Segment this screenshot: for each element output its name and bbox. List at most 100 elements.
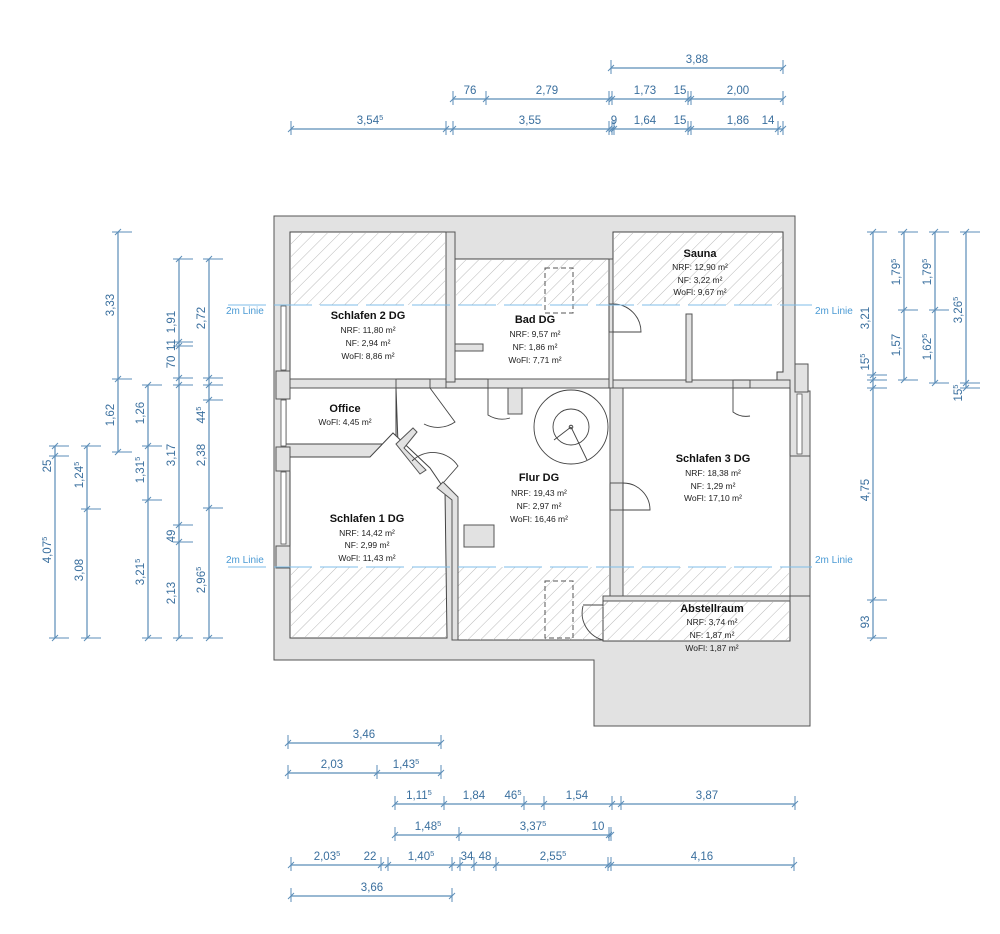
dimension-label: 1,54: [566, 790, 589, 802]
dimension-label: 10: [592, 821, 605, 833]
dimension-tick-mark: [448, 892, 456, 900]
dimension-tick-mark: [448, 861, 456, 869]
svg-text:NRF: 19,43 m²: NRF: 19,43 m²: [511, 488, 567, 498]
linie-label-left-top: 2m Linie: [226, 306, 264, 317]
dimension-tick-mark: [605, 95, 613, 103]
dimension-tick-mark: [449, 125, 457, 133]
dimension-tick-mark: [51, 452, 59, 460]
dimension-tick-mark: [284, 769, 292, 777]
svg-text:Schlafen 2 DG: Schlafen 2 DG: [331, 310, 406, 322]
dimension-label: 4,075: [40, 537, 54, 564]
svg-text:NF: 1,29 m²: NF: 1,29 m²: [691, 481, 736, 491]
dimension-tick-mark: [391, 800, 399, 808]
dimension-label: 1,91: [166, 311, 178, 333]
dimension-label: 9: [611, 115, 617, 127]
dimension-label: 2,035: [314, 849, 341, 863]
dimension-tick-mark: [774, 125, 782, 133]
dimension-label: 1,245: [72, 462, 86, 489]
dimension-label: 2,555: [540, 849, 567, 863]
dimension-label: 1,73: [634, 85, 656, 97]
dimension-label: 3,88: [686, 54, 708, 66]
dimension-tick-mark: [205, 634, 213, 642]
dimension-tick-mark: [287, 861, 295, 869]
dimension-label: 2,03: [321, 759, 343, 771]
dimension-label: 25: [42, 460, 54, 473]
dimension-tick-mark: [114, 228, 122, 236]
svg-text:WoFl: 4,45 m²: WoFl: 4,45 m²: [318, 417, 371, 427]
dimension-label: 22: [364, 851, 377, 863]
dimension-tick-mark: [287, 125, 295, 133]
dimension-label: 3,87: [696, 790, 718, 802]
dimension-tick-mark: [607, 64, 615, 72]
dimension-label: 2,965: [194, 567, 208, 594]
dimension-label: 155: [858, 354, 872, 371]
svg-text:Office: Office: [329, 403, 360, 415]
dim-left-col-0: 25 4,075: [40, 442, 69, 642]
room-label-bad: Bad DG NRF: 9,57 m² NF: 1,86 m² WoFl: 7,…: [508, 314, 561, 365]
dimension-tick-mark: [779, 64, 787, 72]
svg-text:Flur DG: Flur DG: [519, 472, 559, 484]
dimension-tick-mark: [144, 381, 152, 389]
dimension-tick-mark: [962, 228, 970, 236]
dimension-label: 1,64: [634, 115, 657, 127]
linie-label-left-bottom: 2m Linie: [226, 555, 264, 566]
dimension-label: 155: [951, 385, 965, 402]
dimension-tick-mark: [205, 381, 213, 389]
dimension-tick-mark: [791, 800, 799, 808]
dimension-tick-mark: [617, 800, 625, 808]
dimension-tick-mark: [144, 496, 152, 504]
dimension-label: 3,265: [951, 297, 965, 324]
dimension-label: 3,08: [74, 559, 86, 581]
dimension-label: 3,375: [520, 819, 547, 833]
dimension-tick-mark: [175, 342, 183, 350]
dimension-tick-mark: [610, 125, 618, 133]
svg-text:WoFl: 7,71 m²: WoFl: 7,71 m²: [508, 355, 561, 365]
dimension-label: 11: [166, 339, 178, 351]
dimension-tick-mark: [607, 861, 615, 869]
dimension-tick-mark: [114, 448, 122, 456]
room-label-sauna: Sauna NRF: 12,90 m² NF: 3,22 m² WoFl: 9,…: [672, 248, 728, 297]
dimension-tick-mark: [456, 861, 464, 869]
dimension-tick-mark: [284, 739, 292, 747]
svg-text:NRF: 3,74 m²: NRF: 3,74 m²: [686, 617, 737, 627]
dim-bottom-row-0: 3,46: [284, 729, 445, 749]
dimension-tick-mark: [869, 634, 877, 642]
dimension-label: 1,625: [920, 334, 934, 361]
dimension-tick-mark: [900, 306, 908, 314]
dimension-label: 48: [479, 851, 492, 863]
room-label-flur: Flur DG NRF: 19,43 m² NF: 2,97 m² WoFl: …: [510, 472, 568, 524]
dimension-label: 76: [464, 85, 477, 97]
dimension-tick-mark: [437, 739, 445, 747]
svg-text:NRF: 9,57 m²: NRF: 9,57 m²: [509, 329, 560, 339]
dimension-label: 1,795: [920, 259, 934, 286]
dimension-tick-mark: [931, 379, 939, 387]
dimension-label: 3,545: [357, 113, 384, 127]
dim-right-col-3: 3,265 155: [951, 228, 980, 402]
dimension-tick-mark: [175, 634, 183, 642]
svg-text:NF: 2,97 m²: NF: 2,97 m²: [517, 501, 562, 511]
dimension-label: 1,795: [889, 259, 903, 286]
dimension-label: 2,38: [196, 444, 208, 466]
dimension-label: 70: [166, 356, 178, 369]
dimension-tick-mark: [931, 228, 939, 236]
room-label-abstellraum: Abstellraum NRF: 3,74 m² NF: 1,87 m² WoF…: [680, 603, 744, 653]
room-label-office: Office WoFl: 4,45 m²: [318, 403, 371, 427]
svg-text:Sauna: Sauna: [683, 248, 717, 260]
dim-bottom-row-5: 3,66: [287, 882, 456, 902]
dimension-label: 1,86: [727, 115, 749, 127]
dimension-tick-mark: [175, 338, 183, 346]
dimension-tick-mark: [455, 831, 463, 839]
room-floor-office: [285, 387, 397, 445]
dimension-label: 1,26: [135, 402, 147, 424]
dimension-tick-mark: [470, 861, 478, 869]
svg-text:NRF: 11,80 m²: NRF: 11,80 m²: [340, 325, 395, 335]
dimension-tick-mark: [175, 538, 183, 546]
dimension-tick-mark: [779, 125, 787, 133]
linie-label-right-bottom: 2m Linie: [815, 555, 853, 566]
